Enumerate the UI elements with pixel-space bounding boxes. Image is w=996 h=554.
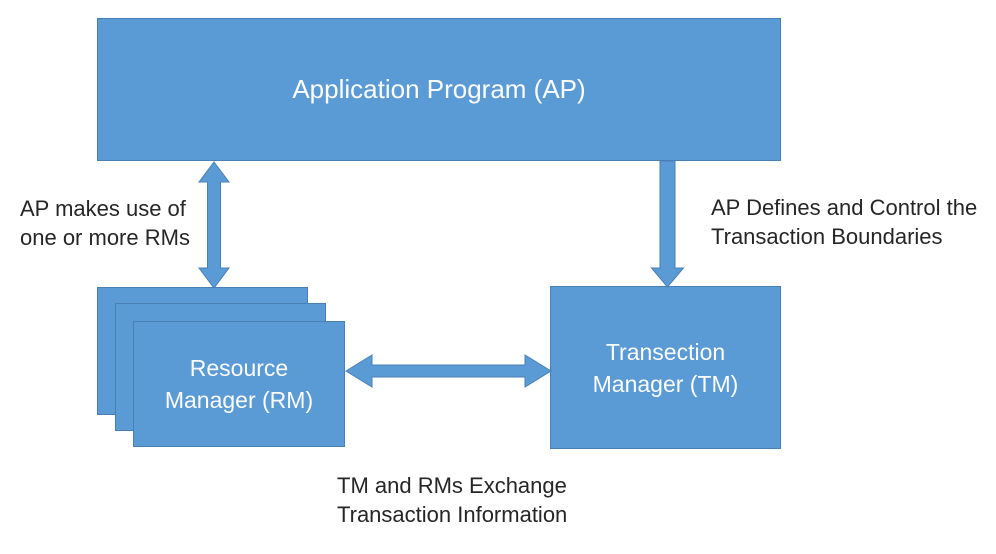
application-program-box: Application Program (AP) bbox=[97, 18, 781, 161]
caption-ap-tm: AP Defines and Control the Transaction B… bbox=[711, 193, 977, 251]
ap-rm-arrow bbox=[198, 161, 230, 289]
transaction-manager-label-line2: Manager (TM) bbox=[592, 370, 739, 397]
application-program-label: Application Program (AP) bbox=[292, 74, 586, 104]
ap-tm-arrow bbox=[650, 160, 685, 288]
resource-manager-label-line1: Resource bbox=[189, 355, 289, 381]
resource-manager-box: Resource Manager (RM) bbox=[133, 321, 345, 447]
resource-manager-label-line2: Manager (RM) bbox=[164, 387, 314, 413]
rm-tm-arrow bbox=[345, 354, 552, 388]
caption-rm-tm-line1: TM and RMs Exchange bbox=[337, 473, 567, 498]
caption-ap-tm-line1: AP Defines and Control the bbox=[711, 195, 978, 220]
caption-rm-tm-line2: Transaction Information bbox=[337, 502, 568, 527]
caption-ap-rm-line2: one or more RMs bbox=[20, 225, 190, 250]
transaction-manager-label-line1: Transection bbox=[605, 338, 726, 365]
caption-ap-tm-line2: Transaction Boundaries bbox=[711, 224, 943, 249]
caption-rm-tm: TM and RMs Exchange Transaction Informat… bbox=[337, 471, 567, 529]
caption-ap-rm: AP makes use of one or more RMs bbox=[20, 194, 190, 252]
caption-ap-rm-line1: AP makes use of bbox=[20, 196, 186, 221]
transaction-manager-box: Transection Manager (TM) bbox=[550, 286, 781, 449]
